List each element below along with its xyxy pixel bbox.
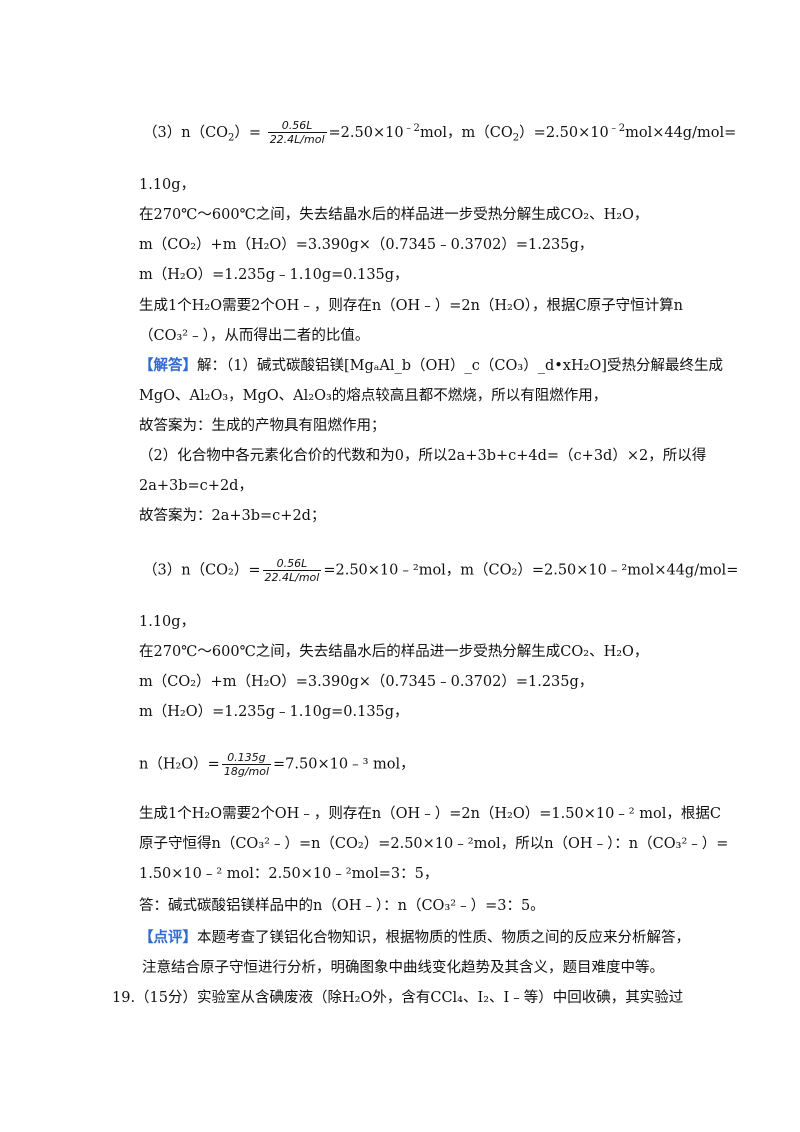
text-line: m（CO₂）+m（H₂O）=3.390g×（0.7345﹣0.3702）=1.2… [139,674,594,690]
fraction-numerator: 0.135g [227,751,266,764]
fraction-numerator: 0.56L [281,119,313,133]
text-segment: （3）n（CO [143,124,229,141]
fraction-numerator: 0.56L [276,557,308,570]
text-line: m（H₂O）=1.235g﹣1.10g=0.135g， [139,704,409,720]
text-line: 1.10g， [139,177,196,193]
text-line: MgO、Al₂O₃，MgO、Al₂O₃的熔点较高且都不燃烧，所以有阻燃作用， [139,388,608,404]
text-line: 1.50×10﹣² mol：2.50×10﹣²mol=3：5， [139,866,439,882]
text-segment: mol×44g/mol= [625,124,737,141]
text-segment: =7.50×10﹣³ mol， [273,756,415,773]
text-segment: =2.50×10﹣²mol，m（CO₂）=2.50×10﹣²mol×44g/mo… [323,562,739,579]
text-line: 在270℃～600℃之间，失去结晶水后的样品进一步受热分解生成CO₂、H₂O， [139,644,649,660]
text-line: 原子守恒得n（CO₃²﹣）=n（CO₂）=2.50×10﹣²mol，所以n（OH… [139,836,729,852]
text-segment: mol，m（CO [419,124,513,141]
text-segment: 解：（1）碱式碳酸铝镁[MgₐAl_b（OH）_c（CO₃）_d•xH₂O]受热… [197,358,723,374]
text-line: （2）化合物中各元素化合价的代数和为0，所以2a+3b+c+4d=（c+3d）×… [139,448,707,464]
review-line: 【点评】本题考查了镁铝化合物知识，根据物质的性质、物质之间的反应来分析解答， [139,928,690,948]
exponent: ﹣2 [403,123,420,134]
fraction-denominator: 18g/mol [221,764,272,778]
text-segment: ）= [234,124,262,141]
text-line: 注意结合原子守恒进行分析，明确图象中曲线变化趋势及其含义，题目难度中等。 [142,960,664,976]
review-tag: 【点评】 [139,929,197,946]
text-line: m（CO₂）+m（H₂O）=3.390g×（0.7345﹣0.3702）=1.2… [139,237,594,253]
text-segment: n（H₂O）= [139,756,220,773]
text-segment: 本题考查了镁铝化合物知识，根据物质的性质、物质之间的反应来分析解答， [197,930,690,946]
text-line: （CO₃²﹣），从而得出二者的比值。 [139,328,370,344]
text-line: m（H₂O）=1.235g﹣1.10g=0.135g， [139,267,409,283]
answer-line: 【解答】解：（1）碱式碳酸铝镁[MgₐAl_b（OH）_c（CO₃）_d•xH₂… [139,356,723,376]
text-line: 生成1个H₂O需要2个OH﹣，则存在n（OH﹣）=2n（H₂O）=1.50×10… [139,806,721,822]
text-line: 生成1个H₂O需要2个OH﹣，则存在n（OH﹣）=2n（H₂O），根据C原子守恒… [139,298,683,314]
text-segment: （3）n（CO₂）= [143,562,261,579]
text-line: 在270℃～600℃之间，失去结晶水后的样品进一步受热分解生成CO₂、H₂O， [139,207,649,223]
answer-tag: 【解答】 [139,357,197,374]
fraction-denominator: 22.4L/mol [267,132,327,147]
text-line: 答：碱式碳酸铝镁样品中的n（OH﹣）：n（CO₃²﹣）=3：5。 [139,898,545,914]
text-segment: ）=2.50×10 [519,124,609,141]
text-line: 2a+3b=c+2d， [139,478,253,494]
fraction-denominator: 22.4L/mol [262,570,322,584]
question-19: 19.（15分）实验室从含碘废液（除H₂O外，含有CCl₄、I₂、I﹣等）中回收… [112,990,684,1006]
text-line: 1.10g， [139,614,196,630]
text-line: 故答案为：生成的产物具有阻燃作用； [139,418,386,434]
text-segment: =2.50×10 [328,124,404,141]
exponent: ﹣2 [608,123,626,134]
text-line: 故答案为：2a+3b=c+2d； [139,508,326,524]
